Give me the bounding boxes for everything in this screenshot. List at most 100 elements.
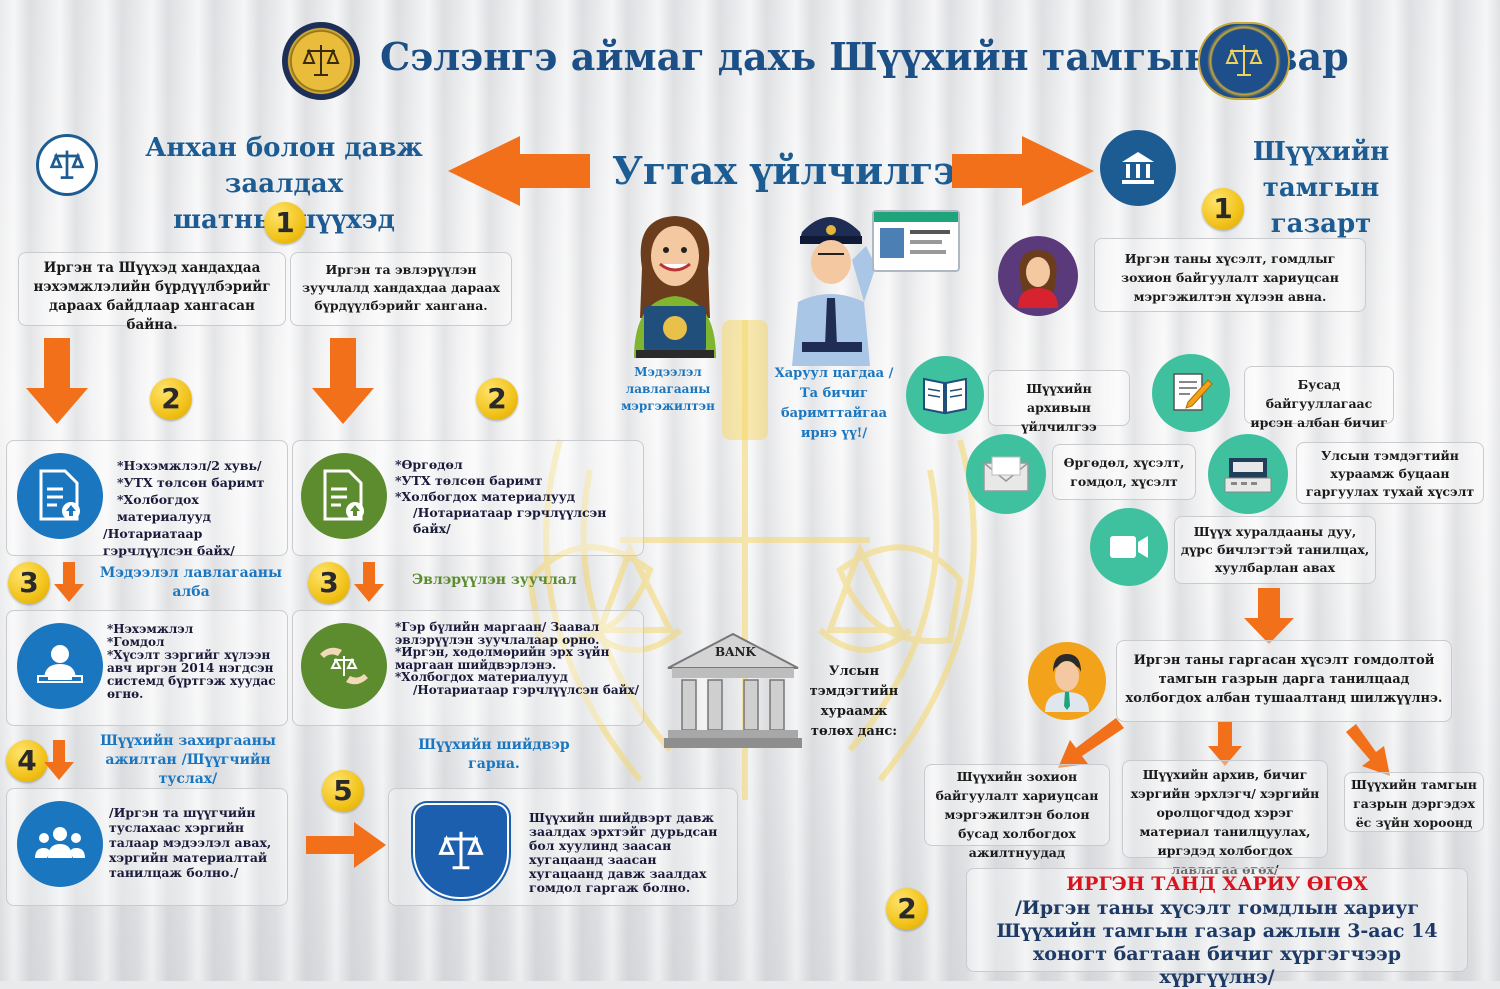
right-heading-line1: Шүүхийн тамгын [1252, 137, 1390, 203]
list-item: *Холбогдох материалууд [117, 492, 211, 524]
arrow-left-icon [448, 136, 590, 206]
box-answer: ИРГЭН ТАНД ХАРИУ ӨГӨХ /Иргэн таны хүсэлт… [966, 868, 1468, 988]
box-stamp-fee: Улсын тэмдэгтийн хураамж буцаан гаргуула… [1296, 442, 1484, 504]
decision-label: Шүүхийн шийдвэр гарна. [418, 737, 570, 772]
step-number: 2 [150, 378, 192, 420]
envelope-icon [966, 434, 1046, 514]
arrow-right-icon [306, 822, 386, 868]
list-item: *Холбогдох материалууд [395, 670, 568, 684]
assistant-text: /Иргэн та шүүгчийн туслахаас хэргийн тал… [109, 805, 272, 880]
info-staff-caption: Мэдээлэл лавлагааны мэргэжилтэн [621, 365, 715, 413]
center-title: Угтах үйлчилгээ [612, 148, 980, 193]
box-decision: Шүүхийн шийдвэрт давж заалдах эрхтэйг ду… [388, 788, 738, 906]
box-assistant: /Иргэн та шүүгчийн туслахаас хэргийн тал… [6, 788, 288, 906]
box-sub-archive: Шүүхийн архив, бичиг хэргийн эрхлэгч/ хэ… [1122, 760, 1328, 877]
document-upload-icon [17, 453, 103, 539]
right-heading: Шүүхийн тамгын газарт [1192, 134, 1450, 242]
step-number: 1 [1202, 188, 1244, 230]
list-item: *УТХ төлсөн баримт [117, 475, 265, 490]
box-sub-ethics: Шүүхийн тамгын газрын дэргэдэх ёс зүйн х… [1344, 772, 1484, 832]
receptionist-illustration [634, 216, 716, 358]
list-item: /Нотариатаар гэрчлүүлсэн байх/ [413, 682, 640, 697]
box-hearing-recording: Шүүх хуралдааны дуу, дүрс бичлэгтэй тани… [1174, 516, 1376, 584]
admin-staff-label: Шүүхийн захиргааны ажилтан /Шүүгчийн тус… [100, 733, 276, 787]
info-desk-label: Мэдээлэл лавлагааны алба [99, 565, 283, 600]
box-receive-request: Иргэн таны хүсэлт, гомдлыг зохион байгуу… [1094, 238, 1366, 312]
document-upload-icon [301, 453, 387, 539]
arrow-right-icon [952, 136, 1094, 206]
box-petition: Өргөдөл, хүсэлт, гомдол, хүсэлт [1052, 444, 1196, 500]
arrow-down-icon [1244, 588, 1294, 644]
arrow-down-left-icon [1058, 718, 1124, 768]
person-computer-icon [17, 623, 103, 709]
mediation-label: Эвлэрүүлэн зуучлал [412, 572, 577, 588]
list-item: *Холбогдох материалууд [395, 489, 576, 504]
cash-register-icon [1208, 434, 1288, 514]
mediation-cases-list: *Гэр бүлийн маргаан/ Заавал эвлэрүүлэн з… [395, 621, 641, 696]
scales-badge-icon [36, 134, 98, 196]
arrow-down-icon [312, 338, 374, 424]
step-number: 2 [476, 378, 518, 420]
bank-caption: Улсын тэмдэгтийн хураамж төлөх данс: [809, 664, 899, 739]
woman-avatar [998, 236, 1078, 316]
list-item: *Нэхэмжлэл [107, 622, 194, 636]
arrow-down-icon [354, 562, 384, 602]
bank-building-badge-icon [1100, 130, 1176, 206]
arrow-down-right-icon [1346, 724, 1390, 776]
document-edit-icon [1152, 354, 1230, 432]
bank-building-icon [664, 632, 802, 748]
box-forward-request: Иргэн таны гаргасан хүсэлт гомдолтой там… [1116, 640, 1452, 722]
list-item: *Гомдол [107, 635, 165, 649]
step-number: 3 [8, 562, 50, 604]
police-officer-illustration [792, 217, 876, 366]
answer-body: /Иргэн таны хүсэлт гомдлын хариуг Шүүхий… [996, 897, 1438, 988]
arrow-down-icon [26, 338, 88, 424]
list-item: *Иргэн, хөдөлмөрийн эрх зүйн маргаан ший… [395, 645, 610, 672]
list-item: /Нотариатаар гэрчлүүлсэн байх/ [413, 505, 607, 536]
box-mediation-cases: *Гэр бүлийн маргаан/ Заавал эвлэрүүлэн з… [292, 610, 644, 726]
step-number: 4 [6, 740, 48, 782]
left-heading-line1: Анхан болон давж заалдах [145, 133, 423, 199]
arrow-down-icon [44, 740, 74, 780]
arrow-down-icon [1208, 722, 1242, 766]
hands-scales-icon [301, 623, 387, 709]
list-item: *Өргөдөл [395, 457, 463, 472]
man-avatar [1028, 642, 1106, 720]
archive-book-icon [906, 356, 984, 434]
list-item: *Гэр бүлийн маргаан/ Заавал эвлэрүүлэн з… [395, 620, 600, 647]
court-emblem-left [282, 22, 360, 100]
box-registration: *Нэхэмжлэл *Гомдол *Хүсэлт зэргийг хүлээ… [6, 610, 288, 726]
box-mediation-request: Иргэн та эвлэрүүлэн зуучлалд хандахдаа д… [290, 252, 512, 326]
step-number: 5 [322, 770, 364, 812]
box-archive: Шүүхийн архивын үйлчилгээ [988, 370, 1130, 434]
list-item: *УТХ төлсөн баримт [395, 473, 543, 488]
registration-list: *Нэхэмжлэл *Гомдол *Хүсэлт зэргийг хүлээ… [107, 623, 279, 701]
scales-icon [302, 45, 340, 76]
box-court-claim: Иргэн та Шүүхэд хандахдаа нэхэмжлэлийн б… [18, 252, 286, 333]
video-camera-icon [1090, 508, 1168, 586]
justice-watermark [526, 320, 977, 800]
right-heading-line2: газарт [1270, 209, 1372, 239]
bank-label: BANK [715, 645, 756, 659]
guard-caption: Харуул цагдаа /Та бичиг баримттайгаа ирн… [774, 366, 894, 441]
list-item: *Нэхэмжлэл/2 хувь/ [117, 458, 262, 473]
box-sub-organization: Шүүхийн зохион байгуулалт хариуцсан мэрг… [924, 764, 1110, 860]
step-number: 1 [264, 202, 306, 244]
court-emblem-right [1198, 22, 1290, 100]
scales-shield-icon [413, 803, 509, 899]
scales-icon [1225, 45, 1263, 76]
id-card-icon [872, 210, 960, 272]
list-item: /Нотариатаар гэрчлүүлсэн байх/ [103, 526, 235, 558]
team-icon [17, 801, 103, 887]
decision-text: Шүүхийн шийдвэрт давж заалдах эрхтэйг ду… [529, 810, 718, 895]
step-number: 3 [308, 562, 350, 604]
step-number: 2 [886, 888, 928, 930]
page-title: Сэлэнгэ аймаг дахь Шүүхийн тамгын газар [380, 34, 1349, 79]
answer-title: ИРГЭН ТАНД ХАРИУ ӨГӨХ [1066, 873, 1368, 895]
arrow-down-icon [54, 562, 84, 602]
list-item: *Хүсэлт зэргийг хүлээн авч иргэн 2014 нэ… [107, 648, 276, 701]
mediation-documents-list: *Өргөдөл *УТХ төлсөн баримт *Холбогдох м… [395, 457, 639, 537]
box-mediation-documents: *Өргөдөл *УТХ төлсөн баримт *Холбогдох м… [292, 440, 644, 556]
box-other-org: Бусад байгууллагаас ирсэн албан бичиг [1244, 366, 1394, 430]
box-claim-documents: *Нэхэмжлэл/2 хувь/ *УТХ төлсөн баримт *Х… [6, 440, 288, 558]
